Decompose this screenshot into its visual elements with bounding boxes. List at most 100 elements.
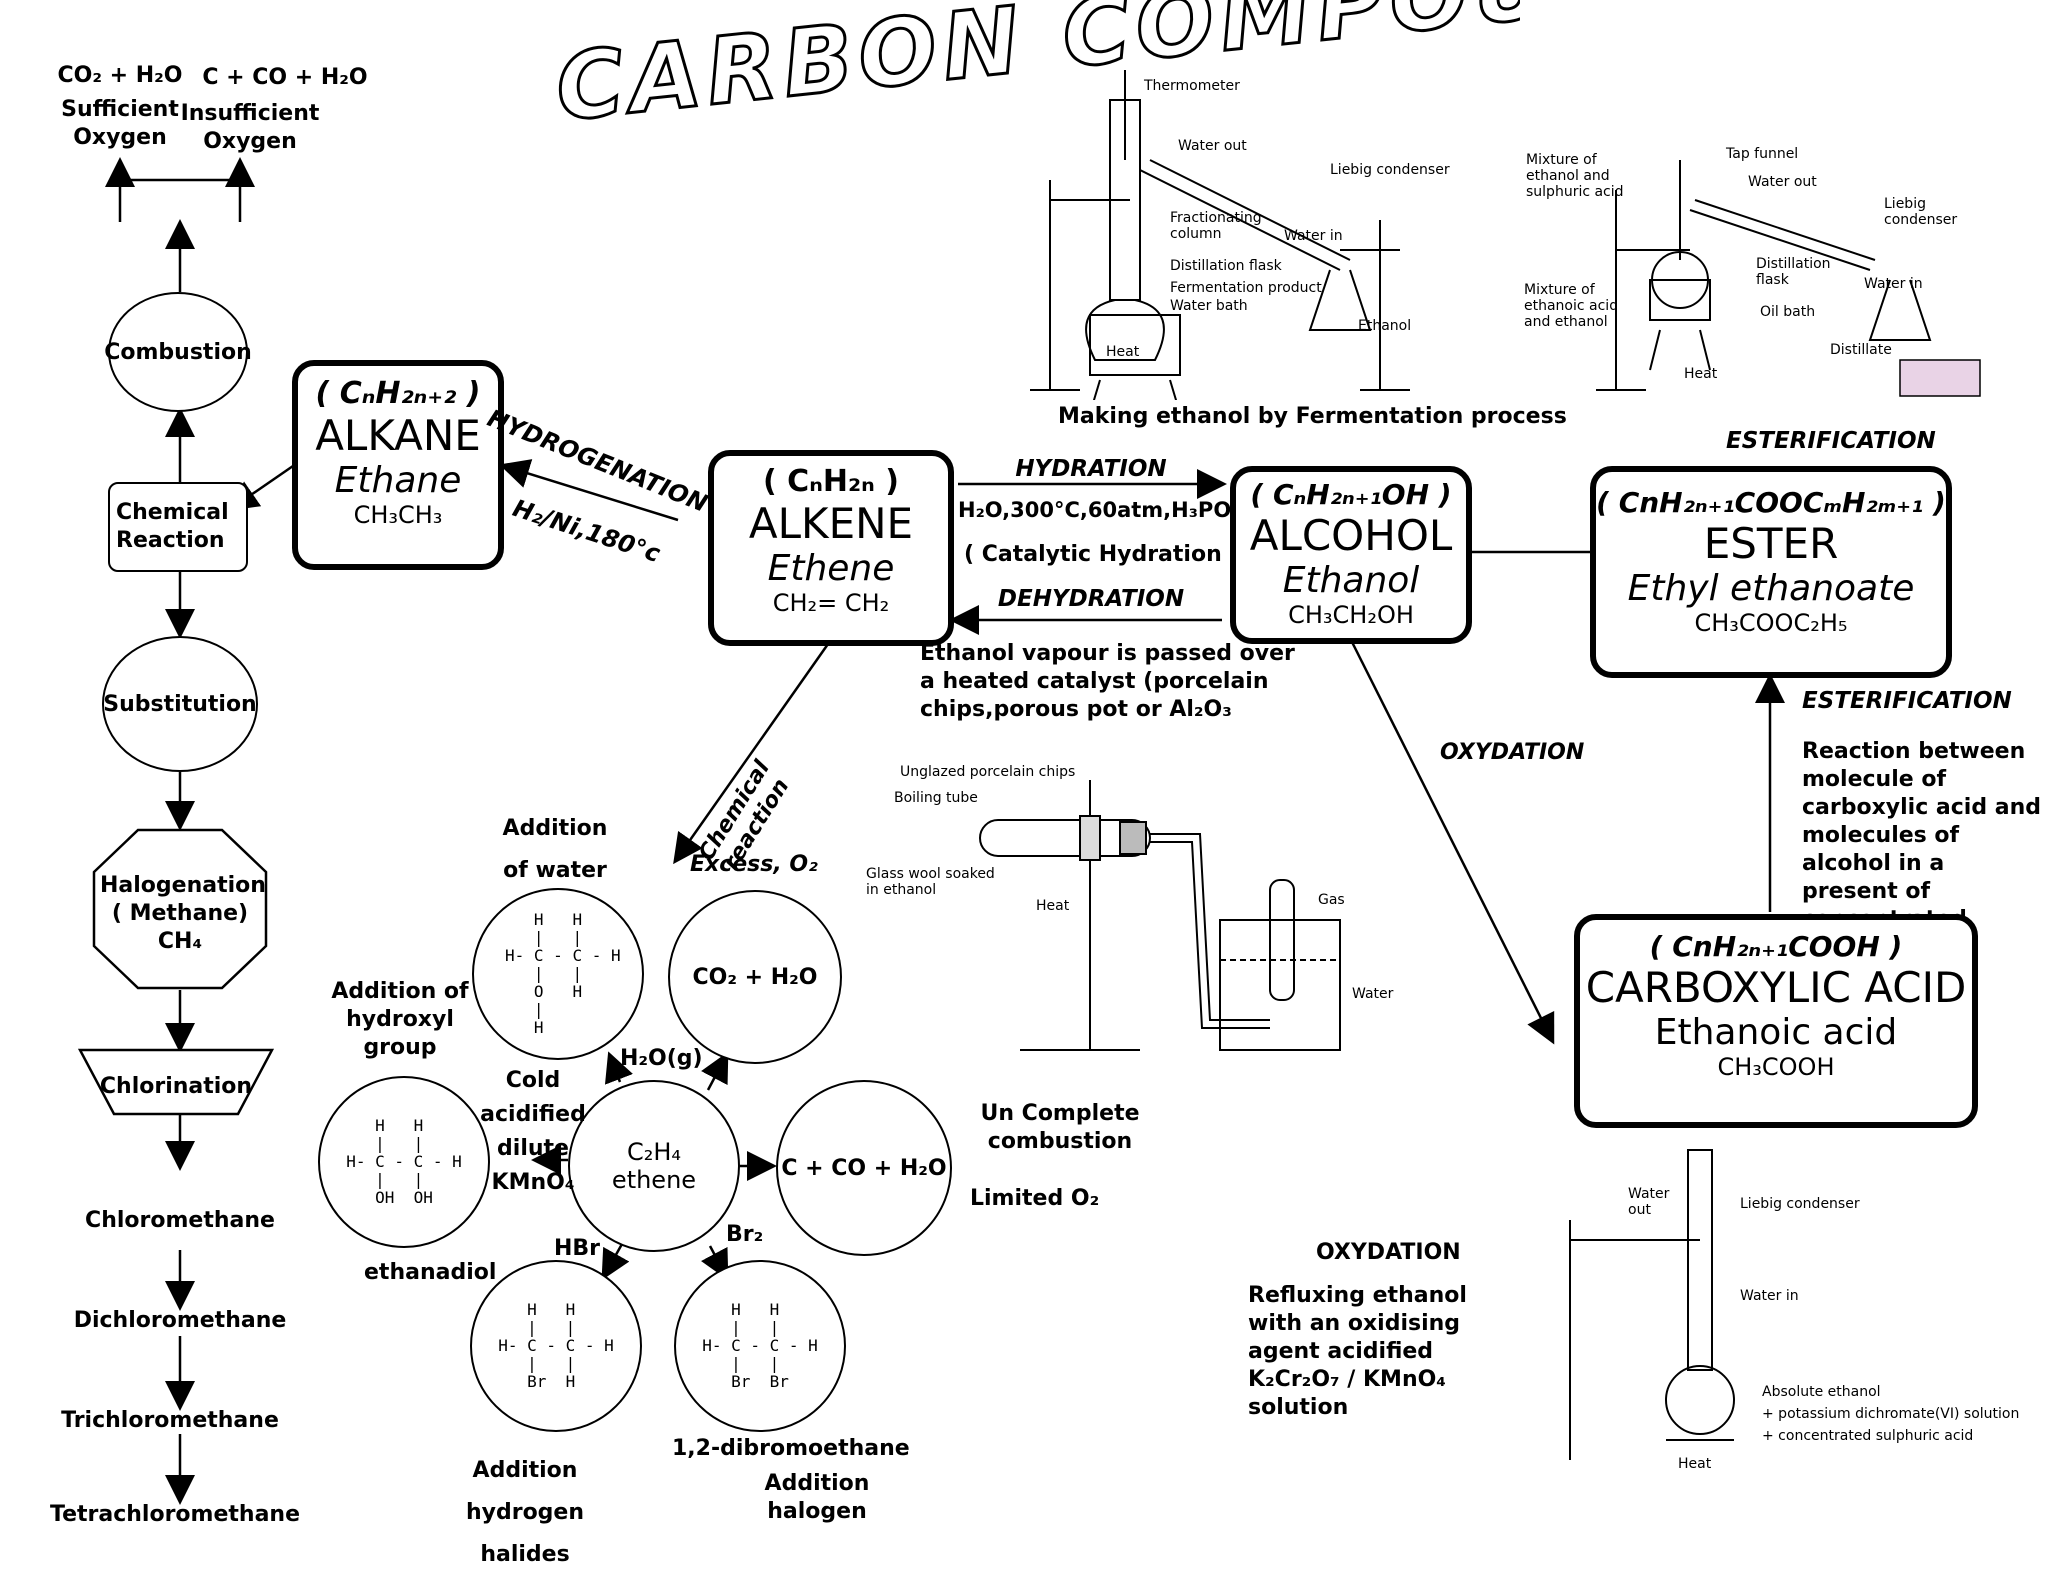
ester-label-tap-funnel: Tap funnel [1726,146,1799,162]
oxydation-arrow-label: OXYDATION [1440,740,1585,765]
reflux-label-dichromate: + potassium dichromate(VI) solution [1762,1406,2020,1422]
chlorination-trapezoid [78,1048,274,1116]
ester-label-mixture-ethanol: Mixture of ethanol and sulphuric acid [1526,152,1624,200]
dibromoethane-label: 1,2-dibromoethane [672,1436,910,1461]
hbr-label: HBr [554,1236,601,1261]
incomplete-combustion-label: Un Complete combustion [980,1101,1140,1154]
addition-hydrogen-halides-label: Addition hydrogen halides [465,1458,585,1567]
dehydration-label-glass-wool: Glass wool soaked in ethanol [866,866,995,898]
reflux-label-water-out: Water out [1628,1186,1670,1218]
hydration-label: HYDRATION [1015,456,1167,482]
dehydration-label-heat: Heat [1036,898,1070,914]
ethanol-structure: H H | | H- C - C - H | | O H | H [505,910,621,1037]
alkane-name: ALKANE [315,411,481,460]
dehydration-label-tube: Boiling tube [894,790,978,806]
ethanadiol-label: ethanadiol [364,1260,497,1285]
reflux-label-absolute-ethanol: Absolute ethanol [1762,1384,1881,1400]
chemical-reaction-node: Chemical Reaction [108,482,248,572]
halogenation-octagon [92,828,268,990]
dehydration-apparatus [979,780,1341,1051]
dibromoethane-structure: H H | | H- C - C - H | | Br Br [702,1300,818,1391]
ethanol-structure-circle: H H | | H- C - C - H | | O H | H [472,888,644,1060]
dehydration-label-porcelain: Unglazed porcelain chips [900,764,1076,780]
water-reagent: H₂O(g) [620,1046,703,1071]
ester-structure: CH₃COOC₂H₅ [1694,609,1848,637]
insufficient-oxygen-products: C + CO + H₂O [202,65,368,90]
esterification-right-label: ESTERIFICATION [1802,688,2012,714]
alkane-box: ( CₙH₂ₙ₊₂ ) ALKANE Ethane CH₃CH₃ [292,360,504,570]
ethene-center-name: ethene [611,1166,697,1194]
alkene-formula: ( CₙH₂ₙ ) [763,464,899,499]
ester-name: ESTER [1703,519,1839,568]
fermentation-label-heat: Heat [1106,344,1140,360]
dichloromethane: Dichloromethane [73,1308,287,1333]
alkane-example: Ethane [334,460,462,501]
fermentation-caption: Making ethanol by Fermentation process [1058,404,1567,429]
reflux-apparatus [1569,1149,1735,1460]
chloromethane: Chloromethane [85,1208,275,1233]
fermentation-label-water-in: Water in [1284,228,1343,244]
connector-arrows [105,157,1785,1505]
excess-oxygen-label: Excess, O₂ [690,852,818,877]
fermentation-label-liebig: Liebig condenser [1330,162,1450,178]
carboxylic-formula: ( CnH₂ₙ₊₁COOH ) [1649,930,1903,963]
trichloromethane: Trichloromethane [61,1408,279,1433]
fermentation-label-product: Fermentation product [1170,280,1322,296]
esterification-apparatus [1596,160,1981,397]
fermentation-label-water-bath: Water bath [1170,298,1248,314]
dibromoethane-structure-circle: H H | | H- C - C - H | | Br Br [674,1260,846,1432]
dehydration-label: DEHYDRATION [997,586,1185,612]
ester-label-flask: Distillation flask [1756,256,1831,288]
tetrachloromethane: Tetrachloromethane [50,1502,300,1527]
ester-label-water-in: Water in [1864,276,1923,292]
addition-halogen-label: Addition halogen [764,1471,870,1524]
carboxylic-acid-box: ( CnH₂ₙ₊₁COOH ) CARBOXYLIC ACID Ethanoic… [1574,914,1978,1128]
sufficient-oxygen-products: CO₂ + H₂O [57,63,183,88]
fermentation-label-water-out: Water out [1178,138,1247,154]
oxydation-title: OXYDATION [1316,1240,1461,1265]
hydration-condition: H₂O,300°C,60atm,H₃PO₄ [958,498,1241,522]
alkane-structure: CH₃CH₃ [353,501,443,529]
limited-oxygen-label: Limited O₂ [970,1186,1100,1211]
alkene-box: ( CₙH₂ₙ ) ALKENE Ethene CH₂= CH₂ [708,450,954,646]
reflux-label-sulphuric: + concentrated sulphuric acid [1762,1428,1974,1444]
reflux-label-water-in: Water in [1740,1288,1799,1304]
hydration-note: ( Catalytic Hydration ) [964,542,1240,567]
alcohol-formula: ( CₙH₂ₙ₊₁OH ) [1250,478,1452,511]
halogenation-label: Halogenation ( Methane) CH₄ [100,873,266,954]
ester-label-oil-bath: Oil bath [1760,304,1816,320]
oxydation-note: Refluxing ethanol with an oxidising agen… [1248,1283,1467,1420]
bromoethane-structure-circle: H H | | H- C - C - H | | Br H [470,1260,642,1432]
chlorination-label: Chlorination [99,1074,253,1099]
alcohol-example: Ethanol [1282,560,1420,601]
fermentation-label-column: Fractionating column [1170,210,1262,242]
fermentation-apparatus [1030,70,1410,400]
insufficient-oxygen-label: Insufficient Oxygen [180,101,320,154]
fermentation-label-flask: Distillation flask [1170,258,1282,274]
carboxylic-name: CARBOXYLIC ACID [1585,963,1967,1012]
alcohol-name: ALCOHOL [1249,511,1453,560]
addition-water-label: Addition of water [502,816,608,883]
bromoethane-structure: H H | | H- C - C - H | | Br H [498,1300,614,1391]
ethene-center-formula: C₂H₄ [626,1138,682,1166]
ethene-center: C₂H₄ ethene [568,1080,740,1252]
ester-label-liebig: Liebig condenser [1884,196,1958,228]
ester-example: Ethyl ethanoate [1627,568,1915,609]
alkene-example: Ethene [767,548,895,589]
alcohol-box: ( CₙH₂ₙ₊₁OH ) ALCOHOL Ethanol CH₃CH₂OH [1230,466,1472,644]
ester-formula: ( CnH₂ₙ₊₁COOCₘH₂ₘ₊₁ ) [1596,486,1946,519]
alkane-formula: ( CₙH₂ₙ₊₂ ) [315,376,481,411]
alkene-structure: CH₂= CH₂ [772,589,890,617]
excess-oxygen-products: CO₂ + H₂O [668,890,842,1064]
combustion-node: Combustion [104,292,252,412]
hydroxyl-label: Addition of hydroxyl group [331,979,469,1060]
fermentation-label-thermometer: Thermometer [1144,78,1240,94]
carboxylic-example: Ethanoic acid [1654,1012,1898,1053]
kmno4-label: Cold acidified dilute KMnO₄ [480,1068,586,1195]
dehydration-note: Ethanol vapour is passed over a heated c… [920,641,1295,722]
ester-label-distillate: Distillate [1830,342,1892,358]
ethanadiol-structure: H H | | H- C - C - H | | OH OH [346,1116,462,1207]
reflux-label-liebig: Liebig condenser [1740,1196,1860,1212]
dehydration-label-gas: Gas [1318,892,1345,908]
page-title: CARBON COMPOUND [550,0,1520,143]
